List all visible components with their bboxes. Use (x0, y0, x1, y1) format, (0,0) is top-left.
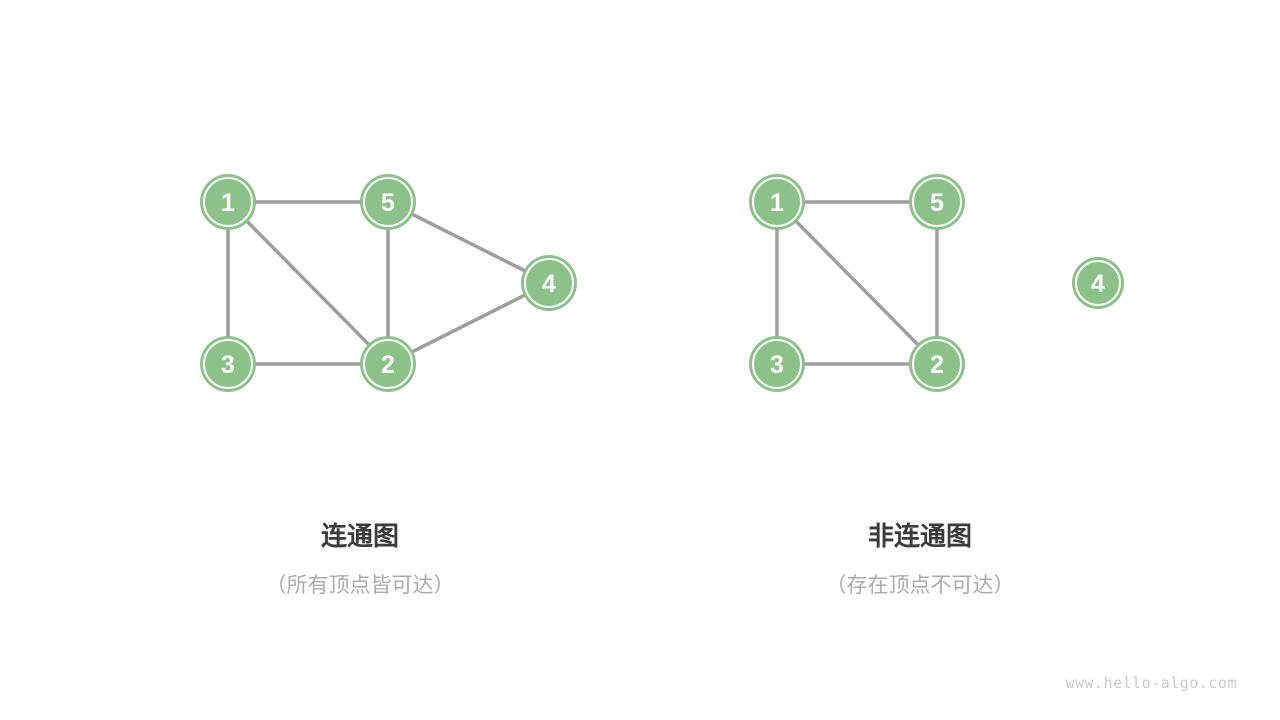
node-label: 2 (381, 351, 395, 379)
node-circle (360, 336, 416, 392)
node-label: 1 (770, 189, 784, 217)
node-label: 4 (1091, 270, 1105, 298)
caption-disconnected-graph: 非连通图 （存在顶点不可达） (720, 520, 1120, 599)
disconnected-graph: 1 5 3 2 4 (749, 174, 1124, 392)
node-inner-ring (363, 177, 413, 227)
node-circle (749, 336, 805, 392)
node-circle (200, 174, 256, 230)
caption-connected-graph: 连通图 （所有顶点皆可达） (160, 520, 560, 599)
graph-node-4: 4 (1072, 257, 1124, 309)
node-inner-ring (912, 177, 962, 227)
node-inner-ring (752, 177, 802, 227)
node-inner-ring (1075, 260, 1121, 306)
node-inner-ring (912, 339, 962, 389)
disconnected-graph-title: 非连通图 (867, 521, 972, 551)
watermark: www.hello-algo.com (1065, 674, 1237, 692)
disconnected-graph-subtitle: （存在顶点不可达） (825, 574, 1015, 597)
graph-edge-5-4 (387, 200, 550, 285)
node-circle (521, 255, 577, 311)
node-inner-ring (524, 258, 574, 308)
node-circle (200, 336, 256, 392)
graph-node-3: 3 (749, 336, 805, 392)
graph-node-2: 2 (360, 336, 416, 392)
graph-node-1: 1 (200, 174, 256, 230)
node-label: 3 (221, 351, 235, 379)
connected-graph-subtitle: （所有顶点皆可达） (265, 574, 455, 597)
node-label: 2 (930, 351, 944, 379)
connected-graph: 1 5 4 3 2 (200, 174, 577, 392)
node-label: 4 (542, 270, 556, 298)
graph-node-1: 1 (749, 174, 805, 230)
node-label: 5 (381, 189, 395, 217)
node-circle (360, 174, 416, 230)
node-label: 1 (221, 189, 235, 217)
graph-node-5: 5 (909, 174, 965, 230)
graph-edge-2-4 (387, 281, 550, 366)
graph-edge-1-2 (226, 200, 390, 366)
node-circle (909, 174, 965, 230)
graph-node-4: 4 (521, 255, 577, 311)
node-circle (1072, 257, 1124, 309)
node-inner-ring (203, 339, 253, 389)
graph-node-2: 2 (909, 336, 965, 392)
node-inner-ring (752, 339, 802, 389)
graph-edge-1-2 (775, 200, 939, 366)
node-label: 3 (770, 351, 784, 379)
graph-node-3: 3 (200, 336, 256, 392)
node-label: 5 (930, 189, 944, 217)
node-inner-ring (363, 339, 413, 389)
node-circle (749, 174, 805, 230)
node-circle (909, 336, 965, 392)
node-inner-ring (203, 177, 253, 227)
connected-graph-title: 连通图 (320, 521, 399, 551)
graph-node-5: 5 (360, 174, 416, 230)
